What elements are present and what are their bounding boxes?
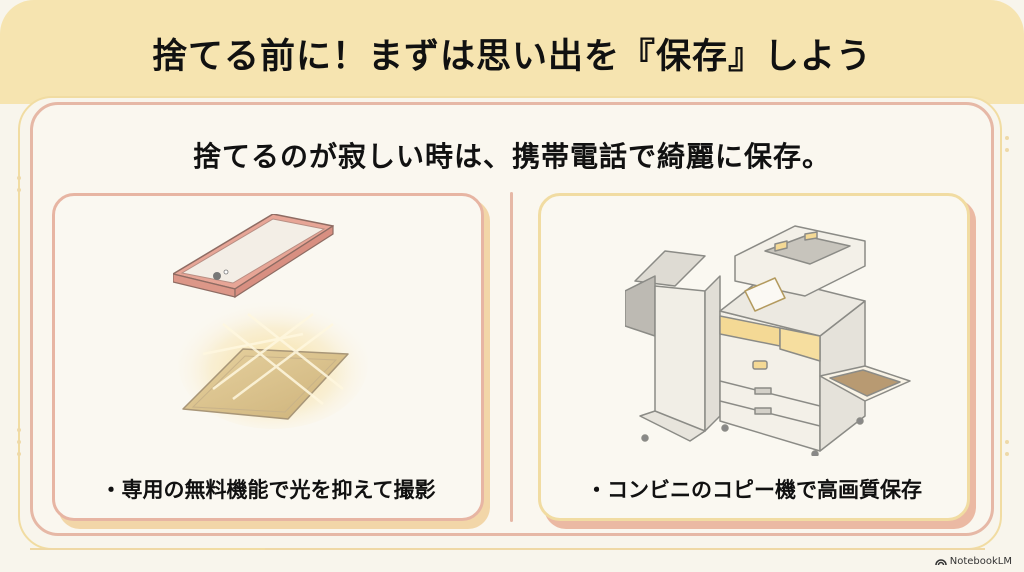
decorative-dots-left-top: [16, 168, 22, 200]
decorative-dots-right-top: [1004, 128, 1010, 160]
decorative-line-right: [265, 548, 985, 550]
card-caption-right: ・コンビニのコピー機で高画質保存: [586, 478, 922, 502]
copy-machine-icon: [625, 225, 911, 456]
notebooklm-logo-icon: [935, 559, 947, 566]
decorative-dots-left-bottom: [16, 420, 22, 464]
page-title: 捨てる前に！まずは思い出を『保存』しよう: [151, 37, 872, 77]
decorative-line-left: [30, 548, 200, 550]
header-band: [0, 0, 1024, 104]
card-divider: [510, 192, 513, 522]
decorative-dots-right-bottom: [1004, 432, 1010, 464]
card-copy-machine: ・コンビニのコピー機で高画質保存: [538, 193, 970, 521]
card-caption-left: ・専用の無料機能で光を抑えて撮影: [100, 478, 436, 502]
card-phone-scan: ・専用の無料機能で光を抑えて撮影: [52, 193, 484, 521]
smartphone-scanning-photo-icon: [173, 214, 368, 429]
subtitle: 捨てるのが寂しい時は、携帯電話で綺麗に保存。: [192, 140, 831, 173]
watermark-text: NotebookLM: [949, 556, 1012, 567]
watermark: NotebookLM: [935, 556, 1012, 567]
